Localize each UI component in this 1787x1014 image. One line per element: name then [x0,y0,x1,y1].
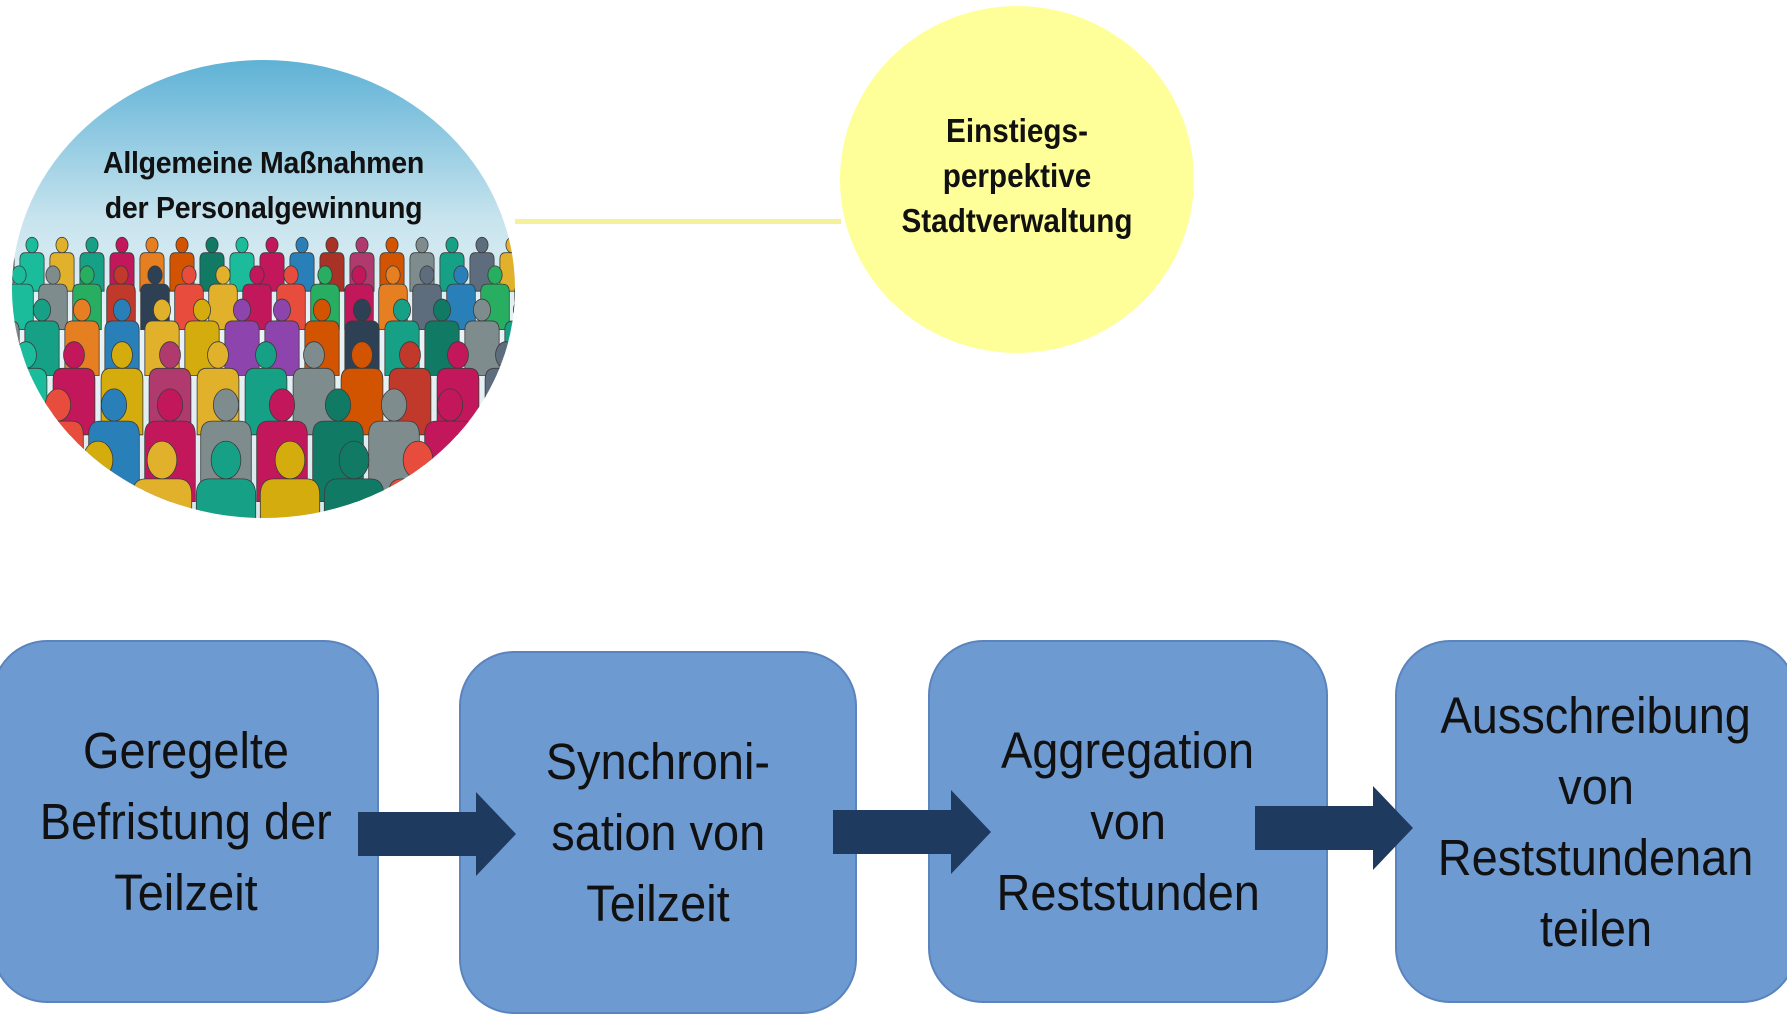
right-arrow-icon [1255,786,1413,870]
crowd-illustration [12,60,515,518]
step-box-fixed-term-part-time: Geregelte Befristung der Teilzeit [0,640,379,1003]
step-2-line-1: Synchroni- [546,726,770,797]
right-arrow-icon [833,790,991,874]
crowd-title-line-2: der Personalgewinnung [32,185,495,230]
step-1-line-3: Teilzeit [114,857,257,928]
crowd-person [452,441,511,518]
circle-line-1: Einstiegs- [858,108,1177,153]
crowd-person [481,389,515,502]
step-2-line-2: sation von [551,797,765,868]
right-arrow-icon [358,792,516,876]
step-4-line-3: Reststundenan [1438,822,1754,893]
crowd-person [12,389,27,502]
crowd-title: Allgemeine Maßnahmen der Personalgewinnu… [32,140,495,230]
step-box-advertisement: Ausschreibung von Reststundenan teilen [1395,640,1787,1003]
circle-line-2: perpektive [858,153,1177,198]
step-1-line-1: Geregelte [82,715,288,786]
step-3-line-3: Reststunden [996,857,1259,928]
crowd-person [12,237,14,291]
step-1-line-2: Befristung der [39,786,331,857]
step-2-line-3: Teilzeit [586,868,729,939]
step-3-line-2: von [1090,786,1166,857]
connector-line [515,219,841,224]
step-box-synchronisation: Synchroni- sation von Teilzeit [459,651,857,1014]
entry-perspective-label: Einstiegs- perpektive Stadtverwaltung [858,108,1177,243]
crowd-title-line-1: Allgemeine Maßnahmen [32,140,495,185]
step-3-line-1: Aggregation [1001,715,1254,786]
crowd-person [12,441,64,518]
circle-line-3: Stadtverwaltung [858,198,1177,243]
step-4-line-4: teilen [1540,893,1652,964]
step-4-line-2: von [1558,751,1634,822]
step-4-line-1: Ausschreibung [1441,680,1751,751]
